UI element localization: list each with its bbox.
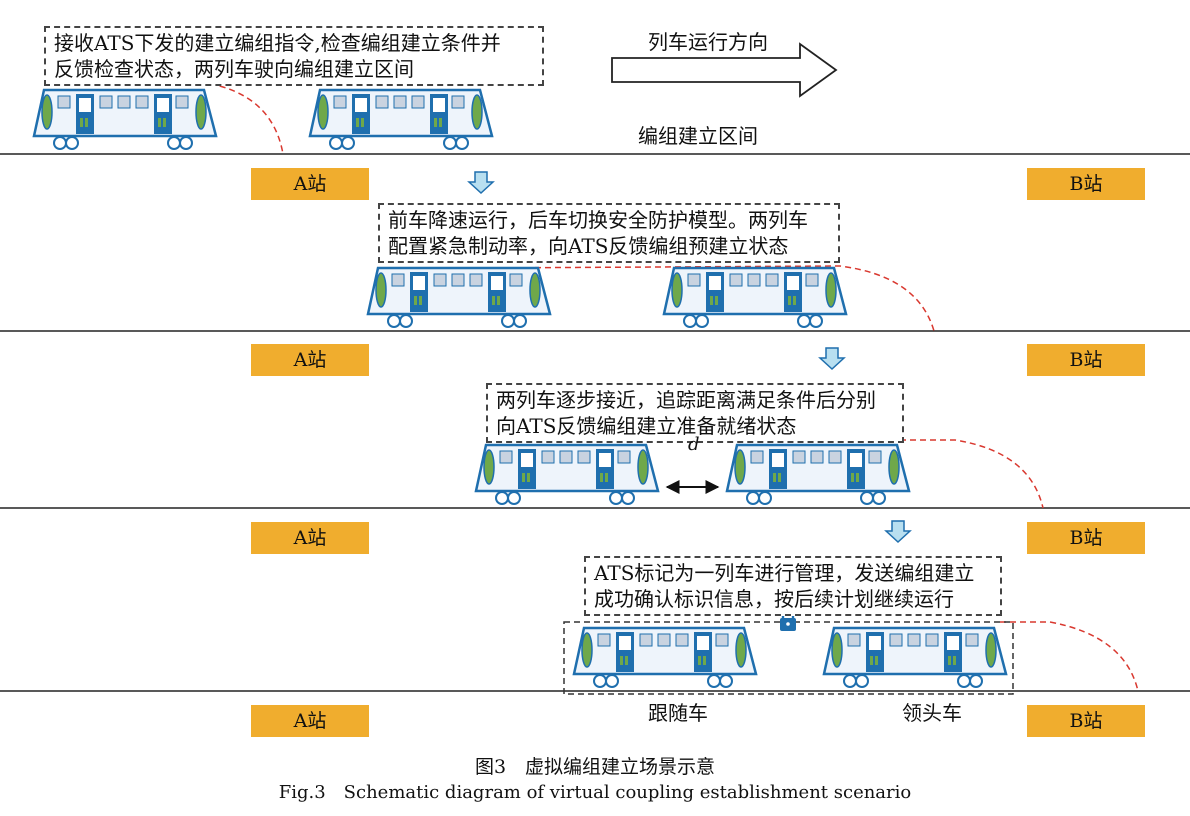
stage3-note: 两列车逐步接近，追踪距离满足条件后分别 向ATS反馈编组建立准备就绪状态	[486, 383, 904, 443]
stage1-note-line2: 反馈检查状态，两列车驶向编组建立区间	[54, 57, 414, 81]
guide-curve-4	[1000, 621, 1139, 692]
station-b-4: B站	[1027, 705, 1145, 737]
station-a-2: A站	[251, 344, 369, 376]
train-stage1-front	[308, 88, 494, 151]
train-stage2-rear	[366, 266, 552, 329]
caption-chinese: 图3 虚拟编组建立场景示意	[474, 756, 716, 778]
station-a-3: A站	[251, 522, 369, 554]
guide-curve-3	[860, 439, 1044, 509]
train-leader	[822, 626, 1008, 689]
train-stage3-rear	[474, 443, 660, 506]
stage4-note-line1: ATS标记为一列车进行管理，发送编组建立	[594, 561, 975, 585]
distance-label: d	[688, 434, 700, 455]
down-arrow-1	[468, 171, 494, 194]
section-label: 编组建立区间	[638, 124, 758, 148]
stage1-note: 接收ATS下发的建立编组指令,检查编组建立条件并 反馈检查状态，两列车驶向编组建…	[44, 26, 544, 86]
stage4-note: ATS标记为一列车进行管理，发送编组建立 成功确认标识信息，按后续计划继续运行	[584, 556, 1002, 616]
station-b-1: B站	[1027, 168, 1145, 200]
down-arrow-3	[885, 520, 911, 543]
caption-english: Fig.3 Schematic diagram of virtual coupl…	[278, 782, 912, 803]
direction-arrow	[611, 42, 838, 98]
stage3-note-line2: 向ATS反馈编组建立准备就绪状态	[496, 414, 797, 438]
stage2-note-line1: 前车降速运行，后车切换安全防护模型。两列车	[388, 208, 808, 232]
station-b-2: B站	[1027, 344, 1145, 376]
stage1-note-line1: 接收ATS下发的建立编组指令,检查编组建立条件并	[54, 31, 501, 55]
stage3-note-line1: 两列车逐步接近，追踪距离满足条件后分别	[496, 388, 876, 412]
train-stage2-front	[662, 266, 848, 329]
train-follower	[572, 626, 758, 689]
leader-label: 领头车	[902, 701, 962, 725]
stage4-note-line2: 成功确认标识信息，按后续计划继续运行	[594, 587, 954, 611]
station-a-4: A站	[251, 705, 369, 737]
train-stage3-front	[725, 443, 911, 506]
guide-curve-2	[474, 265, 935, 332]
station-a-1: A站	[251, 168, 369, 200]
train-stage1-rear	[32, 88, 218, 151]
stage2-note: 前车降速运行，后车切换安全防护模型。两列车 配置紧急制动率，向ATS反馈编组预建…	[378, 203, 840, 263]
stage2-note-line2: 配置紧急制动率，向ATS反馈编组预建立状态	[388, 234, 789, 258]
down-arrow-2	[819, 347, 845, 370]
direction-label: 列车运行方向	[648, 30, 768, 54]
station-b-3: B站	[1027, 522, 1145, 554]
follower-label: 跟随车	[648, 701, 708, 725]
